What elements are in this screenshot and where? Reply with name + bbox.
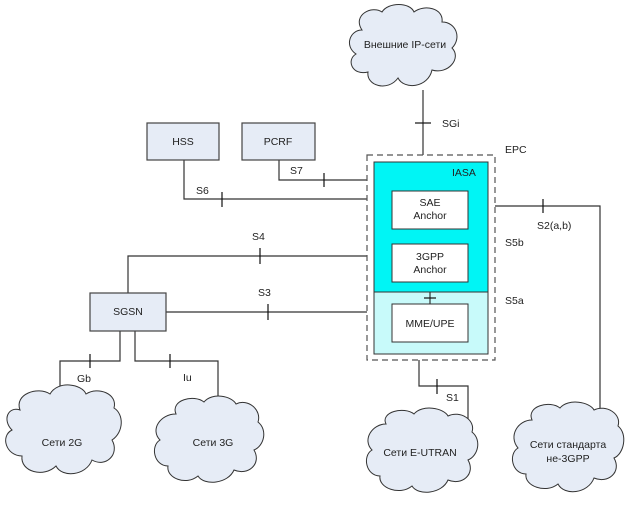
iface-s2: S2(a,b): [537, 220, 571, 232]
node-3gpp-anchor-label-2: Anchor: [413, 264, 447, 276]
iasa-label: IASA: [452, 167, 476, 179]
iface-sgi: SGi: [442, 118, 460, 130]
link-s2: [495, 205, 601, 410]
link-s6: [183, 160, 367, 200]
iface-s6: S6: [196, 185, 209, 197]
node-hss-label: HSS: [172, 136, 194, 148]
cloud-3g: [153, 395, 265, 483]
node-3gpp-anchor: [391, 243, 469, 283]
iface-iu: Iu: [183, 372, 192, 384]
cloud-eutran-label: Сети E-UTRAN: [383, 447, 456, 459]
link-s1: [418, 360, 469, 425]
node-pcrf-label: PCRF: [264, 136, 293, 148]
iface-gb: Gb: [77, 373, 91, 385]
iface-s7: S7: [290, 165, 303, 177]
cloud-external-ip-label: Внешние IP-сети: [364, 39, 446, 51]
epc-label: EPC: [505, 144, 527, 156]
node-hss: [146, 122, 220, 161]
cloud-2g-label: Сети 2G: [42, 437, 83, 449]
node-pcrf: [241, 122, 316, 161]
iface-s1: S1: [446, 392, 459, 404]
node-sae-anchor-label-1: SAE: [419, 197, 440, 209]
iface-s5b: S5b: [505, 237, 524, 249]
link-iu: [134, 331, 219, 398]
node-sae-anchor: [391, 190, 469, 230]
node-sgsn: [89, 292, 167, 332]
cloud-non-3gpp-label-2: не-3GPP: [546, 453, 589, 465]
node-3gpp-anchor-label-1: 3GPP: [416, 251, 444, 263]
iface-s3: S3: [258, 287, 271, 299]
cloud-2g: [5, 384, 122, 475]
iface-s5a: S5a: [505, 295, 524, 307]
node-sae-anchor-label-2: Anchor: [413, 210, 447, 222]
cloud-non-3gpp: [511, 401, 625, 493]
iface-s4: S4: [252, 231, 265, 243]
cloud-eutran: [365, 407, 479, 493]
node-sgsn-label: SGSN: [113, 306, 143, 318]
cloud-3g-label: Сети 3G: [193, 437, 234, 449]
node-mme-upe-label: MME/UPE: [405, 318, 454, 330]
link-s4: [127, 255, 367, 293]
epc-boundary: [366, 154, 496, 361]
cloud-external-ip: [348, 4, 458, 87]
cloud-non-3gpp-label-1: Сети стандарта: [530, 439, 607, 451]
link-s7: [278, 160, 367, 181]
